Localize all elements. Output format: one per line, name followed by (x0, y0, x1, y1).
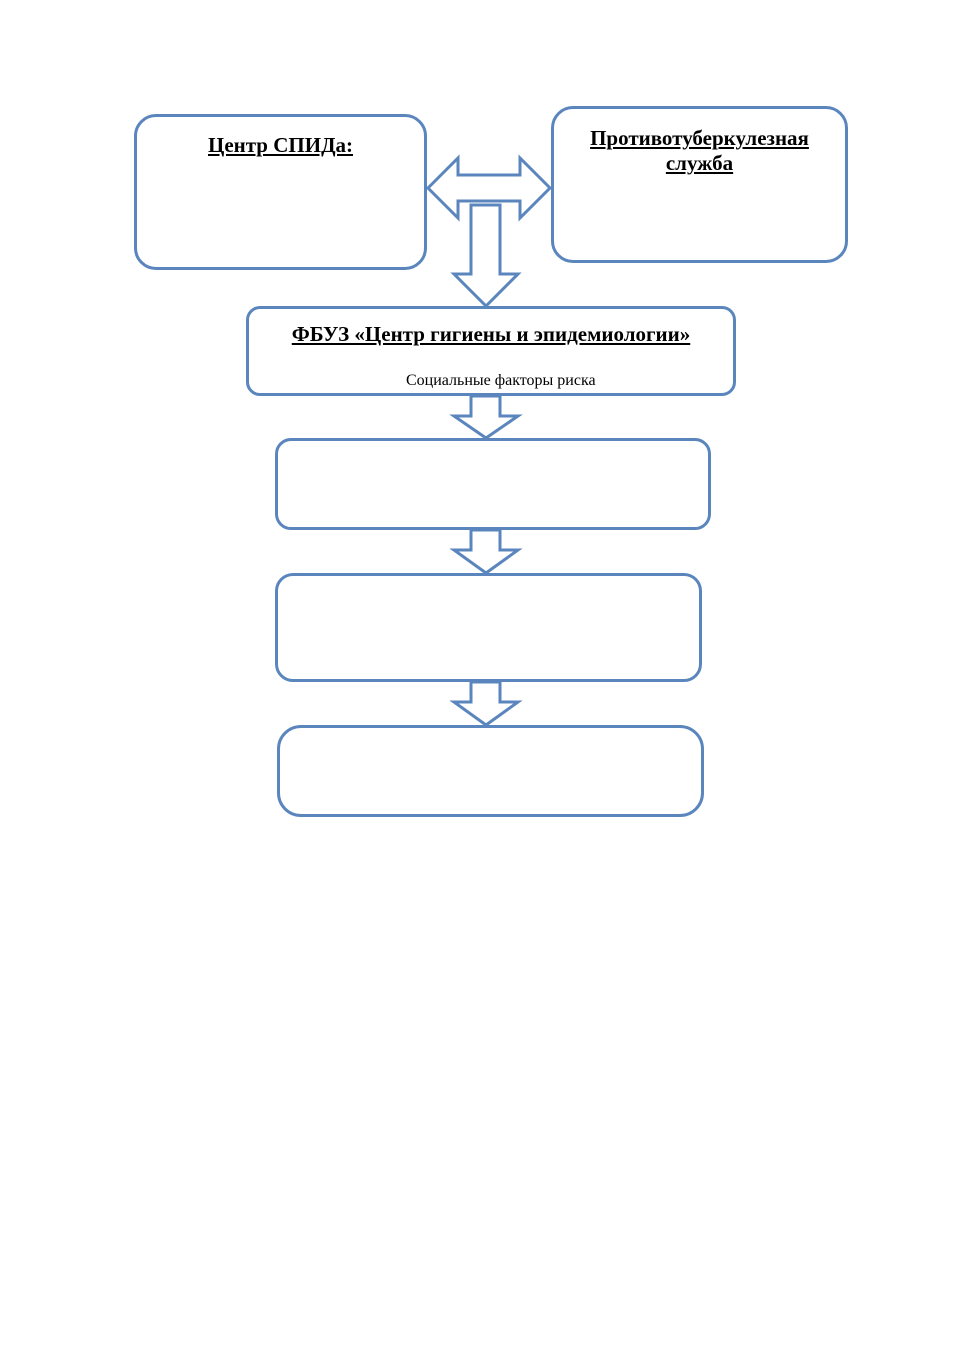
aids-center-title: Центр СПИДа: (207, 133, 354, 157)
down-arrow-to-step-1 (449, 394, 523, 440)
down-arrow-to-hygiene-center (450, 203, 522, 309)
tb-service-title: Противотуберкулезная служба (590, 126, 809, 175)
double-arrow-link (425, 154, 553, 222)
step-2-box (275, 573, 702, 682)
down-arrow-to-step-3 (449, 680, 523, 727)
tb-service-box: Противотуберкулезная служба (551, 106, 848, 263)
hygiene-center-title: ФБУЗ «Центр гигиены и эпидемиологии» (291, 322, 691, 346)
step-3-box (277, 725, 704, 817)
down-arrow-to-step-2 (449, 528, 523, 575)
step-1-box (275, 438, 711, 530)
hygiene-center-box: ФБУЗ «Центр гигиены и эпидемиологии» Соц… (246, 306, 736, 396)
aids-center-box: Центр СПИДа: (134, 114, 427, 270)
hygiene-center-subtitle: Социальные факторы риска (406, 372, 596, 389)
